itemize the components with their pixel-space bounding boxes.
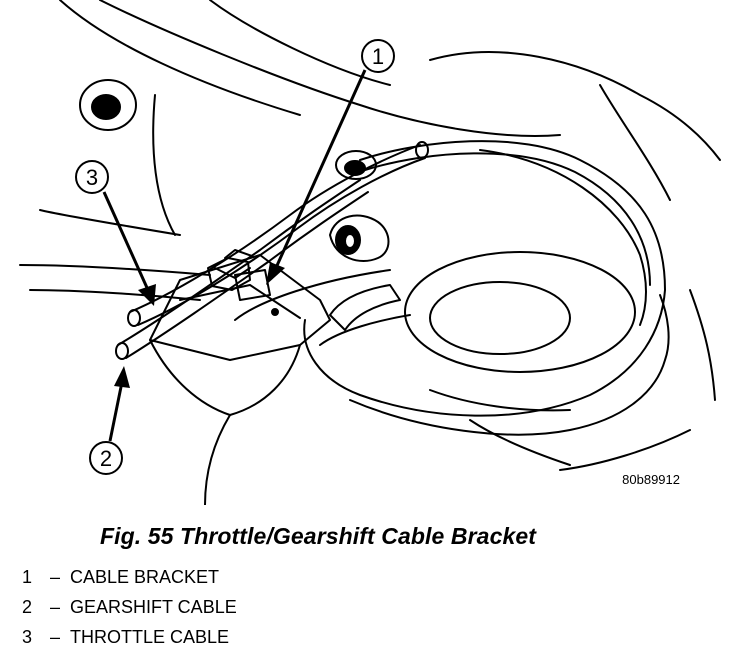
legend-number: 3 — [22, 627, 33, 647]
figure-caption: Fig. 55 Throttle/Gearshift Cable Bracket — [100, 523, 537, 549]
callout-3-leader — [102, 191, 150, 291]
callout-1-arrowhead — [266, 262, 285, 285]
boss-fitting — [329, 214, 390, 262]
gearshift-cable — [115, 179, 369, 360]
cable-clip — [207, 249, 253, 291]
shifter-housing — [303, 140, 670, 436]
callout-2-leader — [108, 381, 124, 442]
legend-item: 2–GEARSHIFT CABLE — [22, 595, 237, 625]
callout-1-leader — [273, 69, 367, 271]
callout-3-number: 3 — [86, 165, 98, 190]
floor-pan-outline — [19, 0, 721, 471]
callout-2-arrowhead — [114, 366, 130, 388]
legend-label: GEARSHIFT CABLE — [70, 597, 237, 617]
callout-1-circle — [361, 39, 395, 73]
callout-2: 2 — [89, 366, 130, 475]
callout-2-number: 2 — [100, 446, 112, 471]
callout-1: 1 — [266, 39, 395, 285]
callout-2-circle — [89, 441, 123, 475]
legend-dash: – — [49, 597, 60, 617]
image-code: 80b89912 — [622, 472, 680, 487]
legend-item: 1–CABLE BRACKET — [22, 565, 237, 595]
legend-item: 3–THROTTLE CABLE — [22, 625, 237, 655]
callout-3-circle — [75, 160, 109, 194]
legend-dash: – — [49, 627, 60, 647]
callout-3: 3 — [75, 160, 156, 306]
legend-number: 1 — [22, 567, 33, 587]
legend-label: CABLE BRACKET — [70, 567, 220, 587]
legend-dash: – — [49, 567, 60, 587]
grommet-upper — [79, 79, 137, 131]
cable-bracket-illustration: 1 3 2 80b89912 — [19, 0, 721, 505]
bracket-body — [149, 254, 331, 505]
legend-number: 2 — [22, 597, 33, 617]
legend-label: THROTTLE CABLE — [70, 627, 230, 647]
callout-3-arrowhead — [138, 284, 156, 306]
callout-legend: 1–CABLE BRACKET 2–GEARSHIFT CABLE 3–THRO… — [22, 565, 237, 655]
callout-1-number: 1 — [372, 44, 384, 69]
